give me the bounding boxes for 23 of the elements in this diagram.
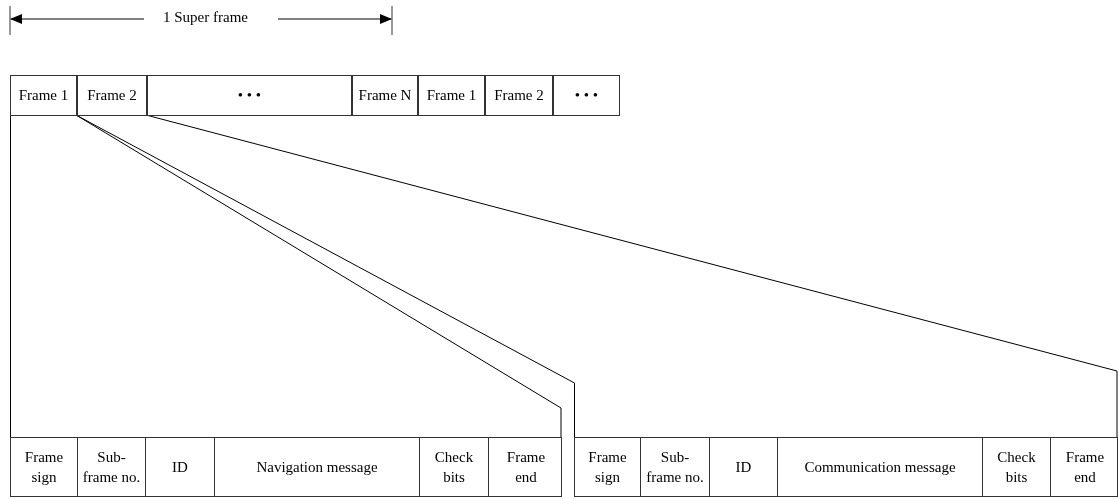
dimension-label: 1 Super frame <box>163 9 248 26</box>
frame-cell: Frame 1 <box>418 75 485 116</box>
field-cell: Check bits <box>983 438 1051 496</box>
field-cell: Frame end <box>1051 438 1119 496</box>
expansion-line <box>10 114 11 438</box>
frame-cell: Frame N <box>352 75 418 116</box>
field-cell: ID <box>710 438 778 496</box>
frame-structure-table <box>574 437 1118 497</box>
frame-cell: Frame 2 <box>485 75 553 116</box>
field-cell: Navigation message <box>215 438 420 496</box>
field-cell: Check bits <box>420 438 489 496</box>
frame-cell: Frame 1 <box>10 75 77 116</box>
field-cell: Sub-frame no. <box>78 438 146 496</box>
frame-cell: Frame 2 <box>77 75 147 116</box>
field-cell: Sub-frame no. <box>641 438 710 496</box>
field-cell: Frame sign <box>575 438 641 496</box>
field-cell: ID <box>146 438 215 496</box>
frame-cell: • • • <box>147 75 352 116</box>
field-cell: Frame end <box>489 438 563 496</box>
frame-structure-table <box>10 437 562 497</box>
field-cell: Communication message <box>778 438 983 496</box>
field-cell: Frame sign <box>11 438 78 496</box>
frame-cell: • • • <box>553 75 620 116</box>
